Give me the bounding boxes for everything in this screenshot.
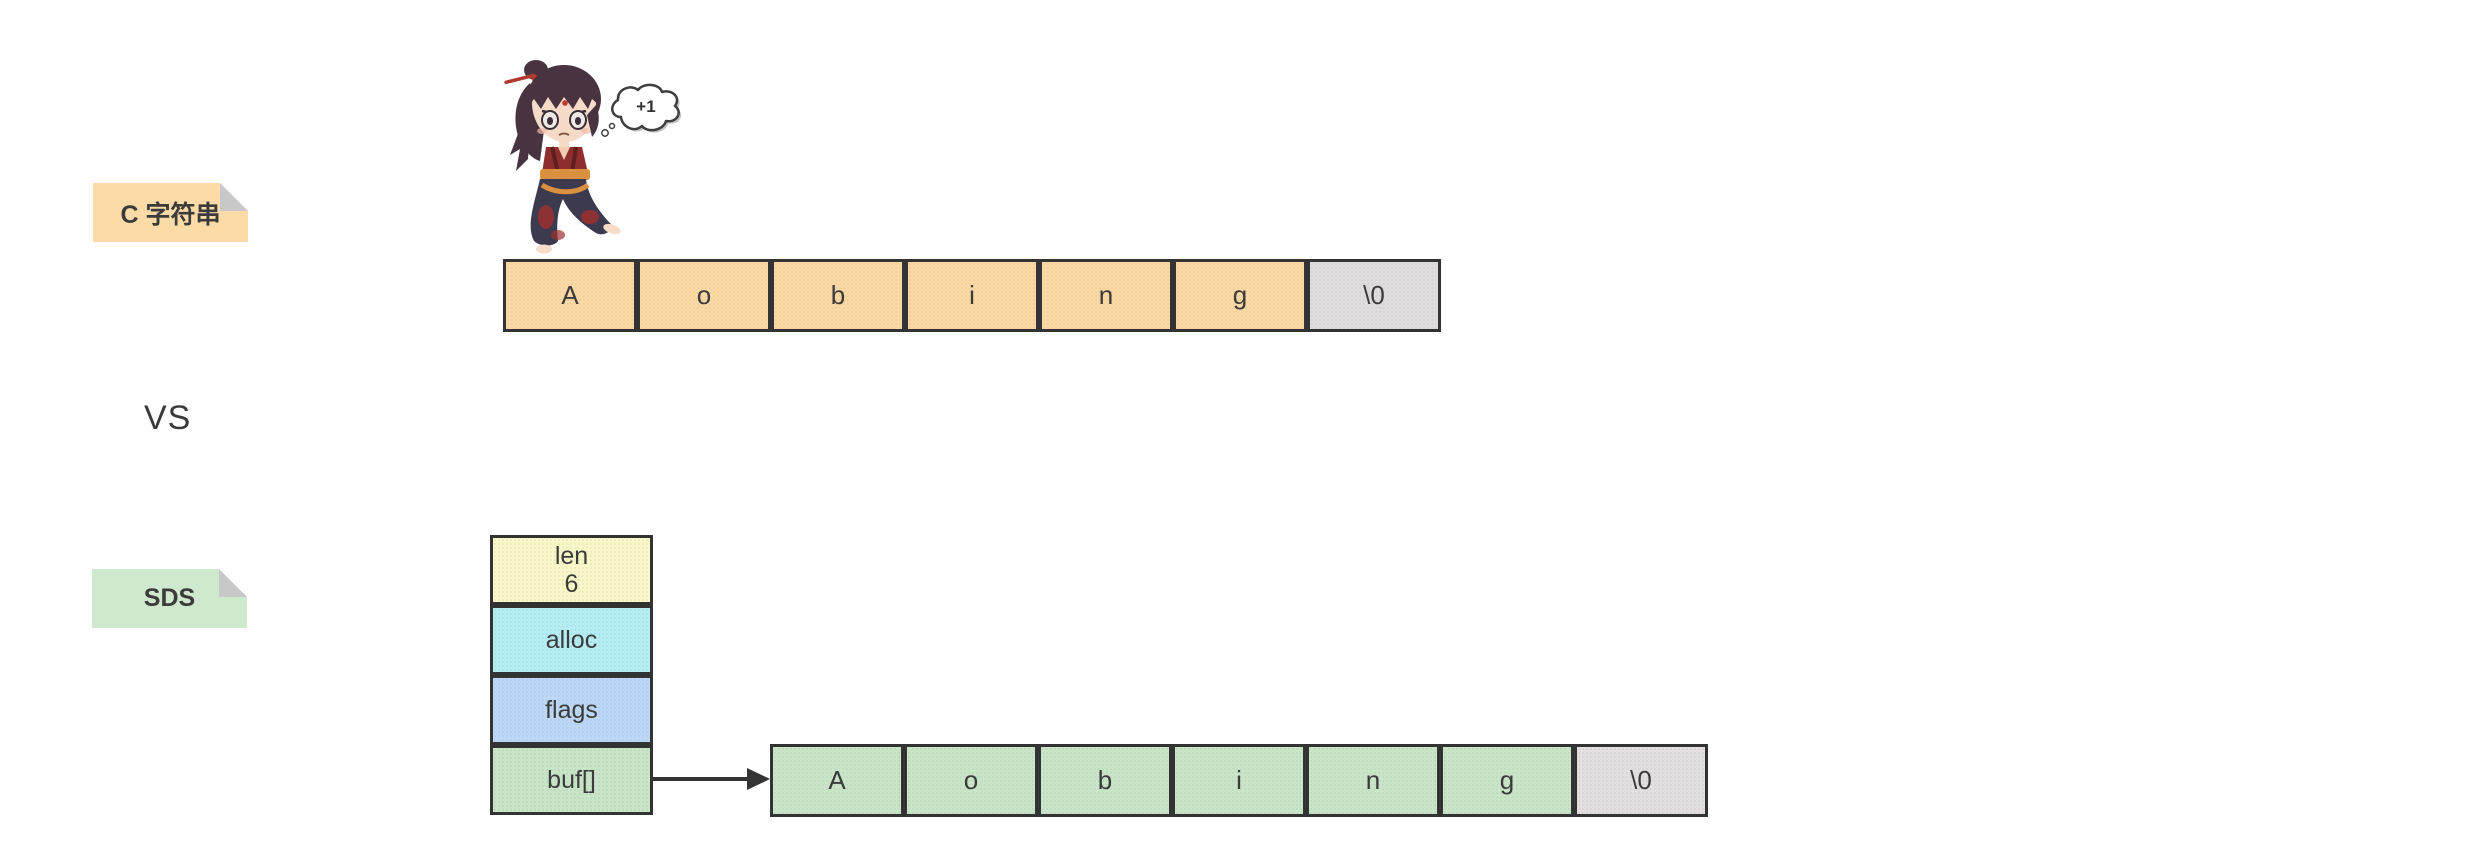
- sds-buf-array: A o b i n g \0: [770, 744, 1708, 817]
- c-string-note-label: C 字符串: [120, 200, 221, 229]
- sds-field-flags: flags: [490, 675, 653, 745]
- sds-array-cell-char: i: [1236, 765, 1242, 795]
- c-array-cell-char: i: [969, 280, 975, 310]
- c-array-cell-char: A: [561, 280, 579, 310]
- c-array-cell-char: \0: [1363, 280, 1385, 310]
- sds-array-cell: o: [904, 744, 1038, 817]
- sds-array-cell: g: [1440, 744, 1574, 817]
- sds-field-label: alloc: [545, 626, 598, 654]
- c-array-cell-char: n: [1098, 280, 1114, 310]
- sds-field-buf: buf[]: [490, 745, 653, 815]
- sds-array-cell: A: [770, 744, 904, 817]
- sds-array-cell-char: b: [1097, 765, 1113, 795]
- c-array-cell: g: [1173, 259, 1307, 332]
- c-array-cell: i: [905, 259, 1039, 332]
- sds-array-cell: n: [1306, 744, 1440, 817]
- sds-array-cell: b: [1038, 744, 1172, 817]
- sds-array-cell-char: A: [828, 765, 846, 795]
- mascot-character-illustration: [504, 60, 621, 254]
- sds-note-label: SDS: [143, 584, 196, 612]
- c-array-cell-char: b: [830, 280, 846, 310]
- c-array-cell-char: g: [1232, 280, 1248, 310]
- sds-field-value: 6: [564, 570, 579, 598]
- sds-array-cell-char: g: [1499, 765, 1515, 795]
- thought-bubble-icon: +1: [601, 83, 682, 137]
- sds-field-alloc: alloc: [490, 605, 653, 675]
- c-array-terminator-cell: \0: [1307, 259, 1441, 332]
- sds-array-terminator-cell: \0: [1574, 744, 1708, 817]
- sds-field-label: flags: [545, 696, 598, 724]
- thought-bubble-text: +1: [636, 97, 655, 116]
- sds-array-cell: i: [1172, 744, 1306, 817]
- buf-pointer-arrow-head: [747, 768, 770, 790]
- c-array-cell: b: [771, 259, 905, 332]
- c-array-cell: o: [637, 259, 771, 332]
- sds-note: SDS: [92, 569, 247, 628]
- buf-pointer-arrow-line: [653, 777, 749, 781]
- sds-array-cell-char: \0: [1630, 765, 1652, 795]
- sds-field-label: buf[]: [547, 766, 596, 794]
- versus-label: VS: [144, 399, 192, 437]
- sds-struct: len 6 alloc flags buf[]: [490, 535, 653, 815]
- sds-array-cell-char: n: [1365, 765, 1381, 795]
- c-string-note: C 字符串: [93, 183, 248, 242]
- sds-field-label: len: [554, 542, 589, 570]
- c-array-cell-char: o: [696, 280, 712, 310]
- c-array-cell: A: [503, 259, 637, 332]
- sds-field-len: len 6: [490, 535, 653, 605]
- c-string-array: A o b i n g \0: [503, 259, 1441, 332]
- sds-array-cell-char: o: [963, 765, 979, 795]
- c-array-cell: n: [1039, 259, 1173, 332]
